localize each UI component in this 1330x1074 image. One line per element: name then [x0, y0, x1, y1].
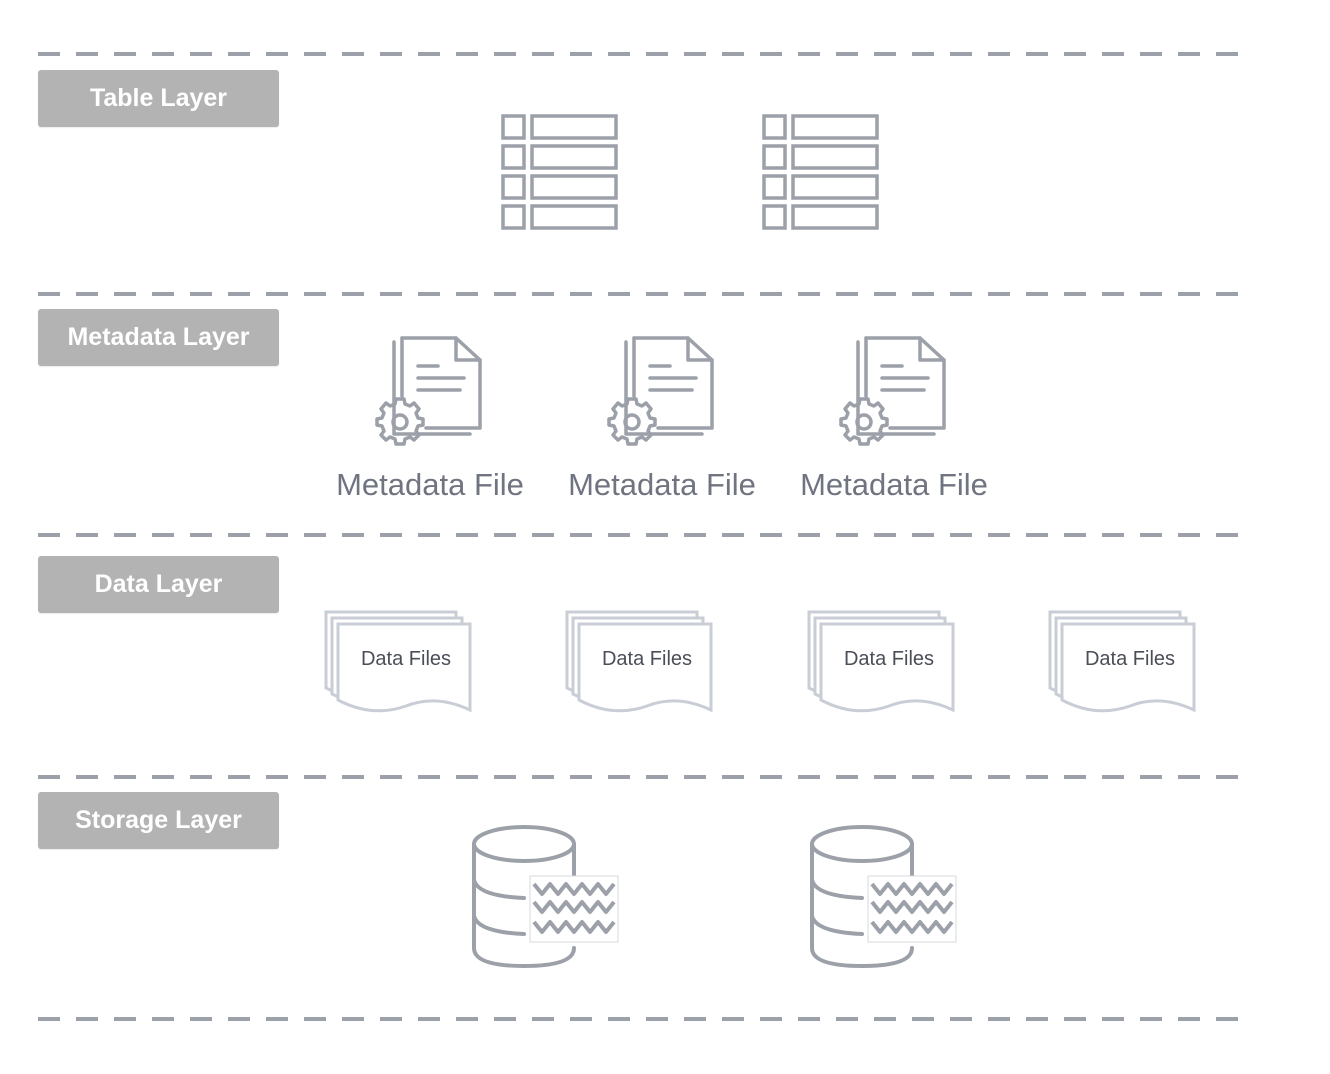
metadata-layer-label: Metadata Layer [38, 309, 279, 366]
metadata-file-caption: Metadata File [336, 467, 524, 502]
storage-layer-label: Storage Layer [38, 792, 279, 849]
data-files-icon: Data Files [1048, 610, 1196, 713]
data-files-caption: Data Files [1085, 648, 1175, 670]
storage-database-icon [472, 825, 619, 969]
data-files-icon: Data Files [565, 610, 713, 713]
metadata-file-icon [607, 336, 714, 446]
data-files-caption: Data Files [844, 648, 934, 670]
metadata-file-caption: Metadata File [568, 467, 756, 502]
data-files-caption: Data Files [361, 648, 451, 670]
data-layer-label-text: Data Layer [94, 570, 223, 598]
table-layer-label: Table Layer [38, 70, 279, 127]
storage-database-icon [810, 825, 957, 969]
data-files-caption: Data Files [602, 648, 692, 670]
data-layer-label: Data Layer [38, 556, 279, 613]
table-icon [762, 114, 879, 230]
data-files-icon: Data Files [324, 610, 472, 713]
table-layer-label-text: Table Layer [89, 84, 228, 112]
metadata-file-icon [375, 336, 482, 446]
metadata-file-icon [839, 336, 946, 446]
table-icon [501, 114, 618, 230]
metadata-file-caption: Metadata File [800, 467, 988, 502]
storage-layer-label-text: Storage Layer [75, 806, 242, 834]
metadata-layer-label-text: Metadata Layer [67, 323, 250, 351]
data-files-icon: Data Files [807, 610, 955, 713]
